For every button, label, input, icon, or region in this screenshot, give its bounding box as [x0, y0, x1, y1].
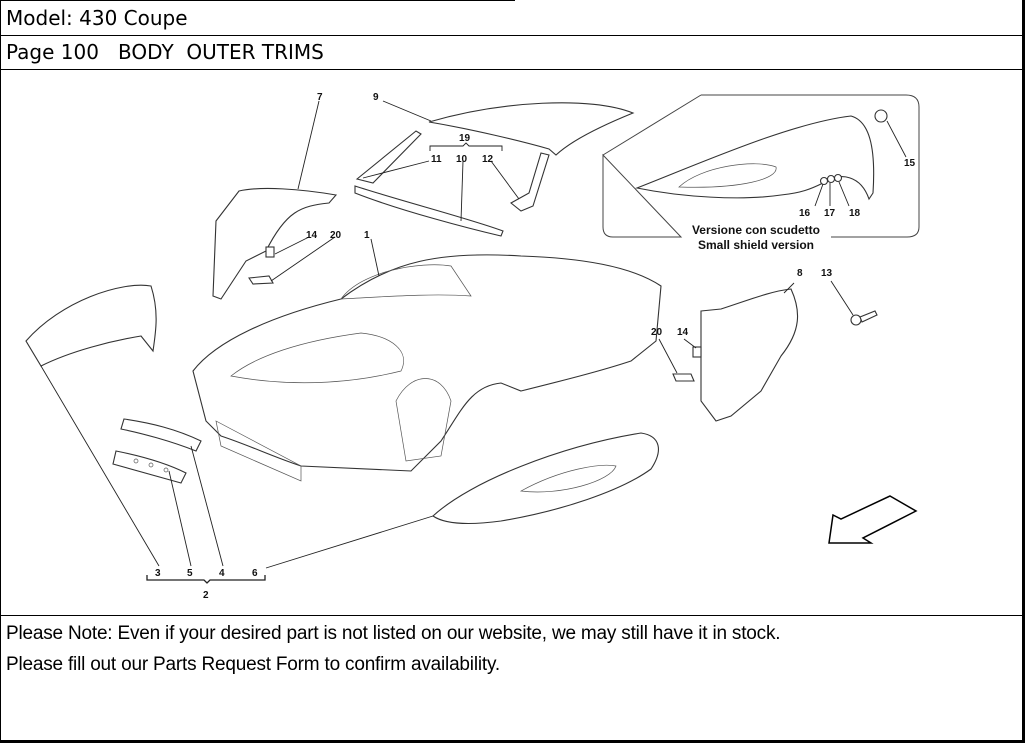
- callout-10: 10: [456, 154, 468, 165]
- inset-fender-vent: [678, 163, 777, 188]
- hood-outline: [230, 332, 404, 384]
- inset-frame: [602, 94, 920, 238]
- callout-6: 6: [252, 568, 258, 579]
- pad-20-left: [248, 275, 274, 285]
- direction-arrow-icon: [828, 495, 918, 544]
- callout-1: 1: [364, 230, 370, 241]
- callout-20-right: 20: [651, 327, 663, 338]
- inner-fender-left-part: [212, 187, 338, 300]
- exploded-view-drawing: 15 16 17 18 Versione con scudetto Small …: [25, 92, 920, 601]
- washer-18: [833, 173, 843, 183]
- callout-2: 2: [203, 590, 209, 601]
- clip-14-right: [692, 346, 702, 358]
- inset-frame-diagonal: [602, 94, 702, 156]
- model-header-row: Model: 430 Coupe: [0, 2, 1024, 36]
- leader-13: [830, 280, 854, 316]
- leader-6: [265, 515, 434, 569]
- callout-5: 5: [187, 568, 193, 579]
- callout-11: 11: [431, 154, 442, 165]
- leader-9: [382, 100, 432, 122]
- bumper-hole: [133, 458, 139, 464]
- callout-12: 12: [482, 154, 494, 165]
- leader-20-left: [270, 236, 336, 282]
- model-title: Model: 430 Coupe: [6, 6, 188, 30]
- leader-15: [886, 120, 907, 158]
- bumper-trim-4: [120, 418, 202, 452]
- side-panel-part: [432, 432, 659, 525]
- leader-14-right: [683, 338, 697, 349]
- screw-shank: [859, 310, 878, 323]
- pad-20-right: [672, 373, 695, 382]
- screw-head: [850, 314, 862, 326]
- top-border: [0, 0, 515, 1]
- callout-4: 4: [219, 568, 225, 579]
- callout-16: 16: [799, 208, 811, 219]
- callout-20-left: 20: [330, 230, 342, 241]
- bracket-19: [429, 142, 503, 151]
- leader-20-right: [658, 338, 678, 374]
- leader-16: [814, 183, 824, 207]
- leader-5: [168, 470, 192, 567]
- note-line-2: Please fill out our Parts Request Form t…: [6, 654, 500, 675]
- callout-13: 13: [821, 268, 833, 279]
- bumper-trim-5: [112, 450, 187, 484]
- washer-16: [819, 176, 829, 186]
- callout-8: 8: [797, 268, 803, 279]
- leader-1: [370, 238, 380, 277]
- shield-badge-icon: [874, 109, 888, 123]
- front-fender-part: [25, 284, 157, 367]
- callout-9: 9: [373, 92, 379, 103]
- leader-4: [190, 445, 224, 567]
- inset-caption-italian: Versione con scudetto: [692, 223, 820, 237]
- roof-panel-part: [428, 102, 635, 156]
- callout-3: 3: [155, 568, 161, 579]
- rear-inner-fender-part: [700, 288, 799, 422]
- note-line-1: Please Note: Even if your desired part i…: [6, 623, 781, 644]
- front-chassis: [215, 420, 302, 482]
- main-body-shell: [192, 254, 662, 482]
- screw-13: [850, 310, 878, 326]
- callout-17: 17: [824, 208, 836, 219]
- washer-17: [826, 174, 836, 184]
- leader-10: [460, 160, 464, 222]
- bracket-2: [146, 575, 266, 584]
- callout-14-right: 14: [677, 327, 689, 338]
- front-wheel-arch: [395, 378, 452, 462]
- clip-14-left: [265, 246, 275, 258]
- callout-14-left: 14: [306, 230, 318, 241]
- callout-15: 15: [904, 158, 916, 169]
- callout-7: 7: [317, 92, 323, 103]
- leader-14-left: [274, 236, 310, 255]
- leader-8: [783, 282, 795, 294]
- side-panel-vent: [519, 464, 617, 493]
- windshield-opening: [340, 264, 472, 300]
- leader-7: [297, 100, 320, 190]
- stock-note: Please Note: Even if your desired part i…: [6, 618, 781, 680]
- callout-19: 19: [459, 133, 471, 144]
- b-pillar-trim-part: [510, 152, 550, 212]
- inset-caption-english: Small shield version: [698, 238, 814, 252]
- a-pillar-trim-part: [355, 130, 422, 184]
- page-title: Page 100 BODY OUTER TRIMS: [6, 40, 324, 64]
- callout-18: 18: [849, 208, 861, 219]
- leader-11: [362, 160, 430, 179]
- bumper-hole: [163, 467, 169, 473]
- inset-fender-part: [635, 115, 875, 201]
- leader-18: [838, 181, 850, 207]
- leader-3: [40, 365, 160, 567]
- leader-12: [490, 160, 520, 200]
- windshield-frame-part: [354, 185, 504, 237]
- bumper-hole: [148, 462, 154, 468]
- page-header-row: Page 100 BODY OUTER TRIMS: [0, 36, 1024, 70]
- inset-small-shield: 15 16 17 18 Versione con scudetto Small …: [602, 94, 920, 252]
- body-shell-outline: [192, 254, 662, 472]
- parts-diagram: 15 16 17 18 Versione con scudetto Small …: [1, 71, 1022, 616]
